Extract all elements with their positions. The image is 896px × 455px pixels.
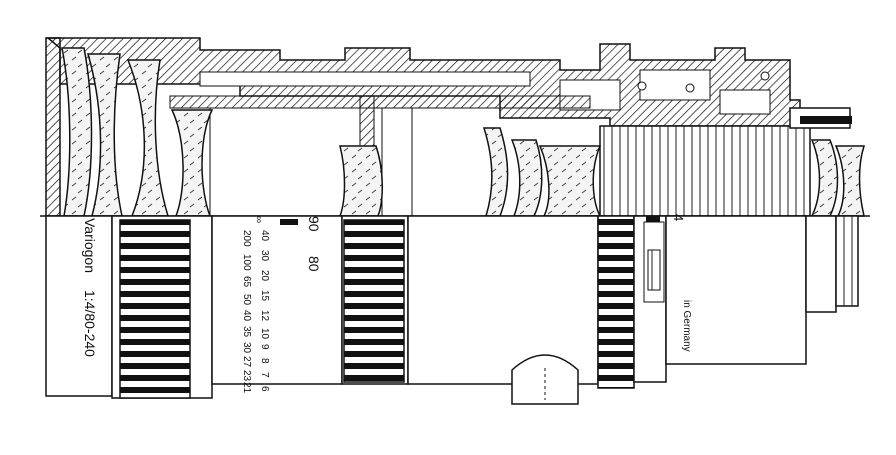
- section-upper-housing: [45, 37, 852, 217]
- lens-elements-middle: [338, 145, 384, 217]
- lens-elements-rear: [482, 127, 866, 217]
- focal-mark-80: 80: [306, 256, 322, 272]
- brand-engraving: Variogon: [82, 218, 98, 274]
- infinity-mark: ∞: [253, 216, 264, 224]
- aperture-ring-number: 4: [671, 214, 686, 222]
- spec-engraving: 1:4/80-240: [82, 290, 98, 357]
- focal-mark-90: 90: [306, 216, 322, 232]
- exterior-lower-barrel: [45, 215, 859, 405]
- made-in-germany-engraving: in Germany: [681, 300, 692, 352]
